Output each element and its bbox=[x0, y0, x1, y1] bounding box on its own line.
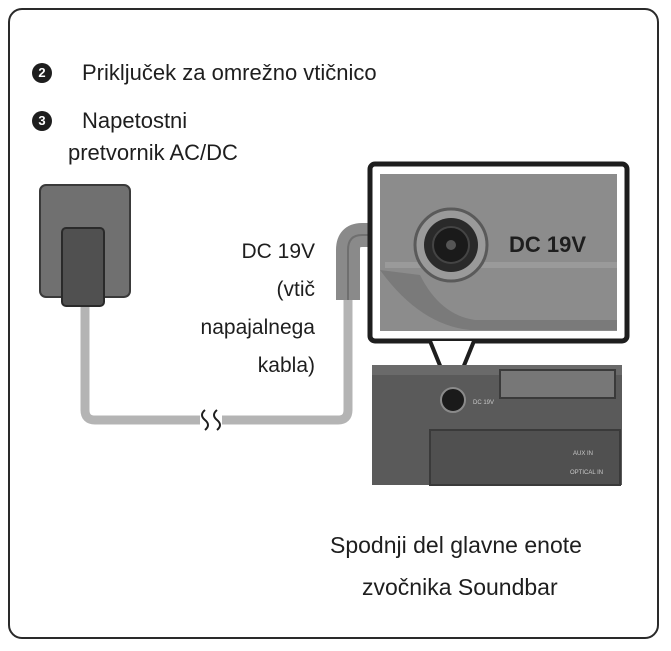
zoom-dc-label: DC 19V bbox=[509, 232, 587, 257]
caption-line2: zvočnika Soundbar bbox=[362, 574, 558, 600]
plug-label-line3: napajalnega bbox=[200, 316, 315, 339]
soundbar-bottom: DC 19V AUX IN OPTICAL IN bbox=[372, 365, 622, 486]
plug-label-line2: (vtič bbox=[276, 278, 316, 301]
cable-break-mark bbox=[200, 409, 222, 431]
legend-text-3b: pretvornik AC/DC bbox=[68, 140, 238, 165]
aux-small-label: AUX IN bbox=[573, 451, 593, 457]
legend-text-2: Priključek za omrežno vtičnico bbox=[82, 60, 377, 85]
zoom-callout bbox=[367, 161, 630, 344]
number-badge-3: 3 bbox=[32, 111, 52, 131]
legend-item-3: 3 Napetostni bbox=[32, 106, 187, 136]
adapter-icon bbox=[39, 184, 131, 307]
plug-label: DC 19V (vtič napajalnega kabla) bbox=[150, 233, 315, 385]
legend-text-3a: Napetostni bbox=[82, 108, 188, 133]
plug-label-line1: DC 19V bbox=[241, 240, 315, 263]
number-badge-2: 2 bbox=[32, 63, 52, 83]
plug-label-line4: kabla) bbox=[257, 354, 315, 377]
optical-small-label: OPTICAL IN bbox=[570, 470, 603, 476]
caption-line1: Spodnji del glavne enote bbox=[330, 532, 582, 558]
port-small-label: DC 19V bbox=[473, 400, 494, 406]
legend-item-2: 2 Priključek za omrežno vtičnico bbox=[32, 58, 377, 88]
